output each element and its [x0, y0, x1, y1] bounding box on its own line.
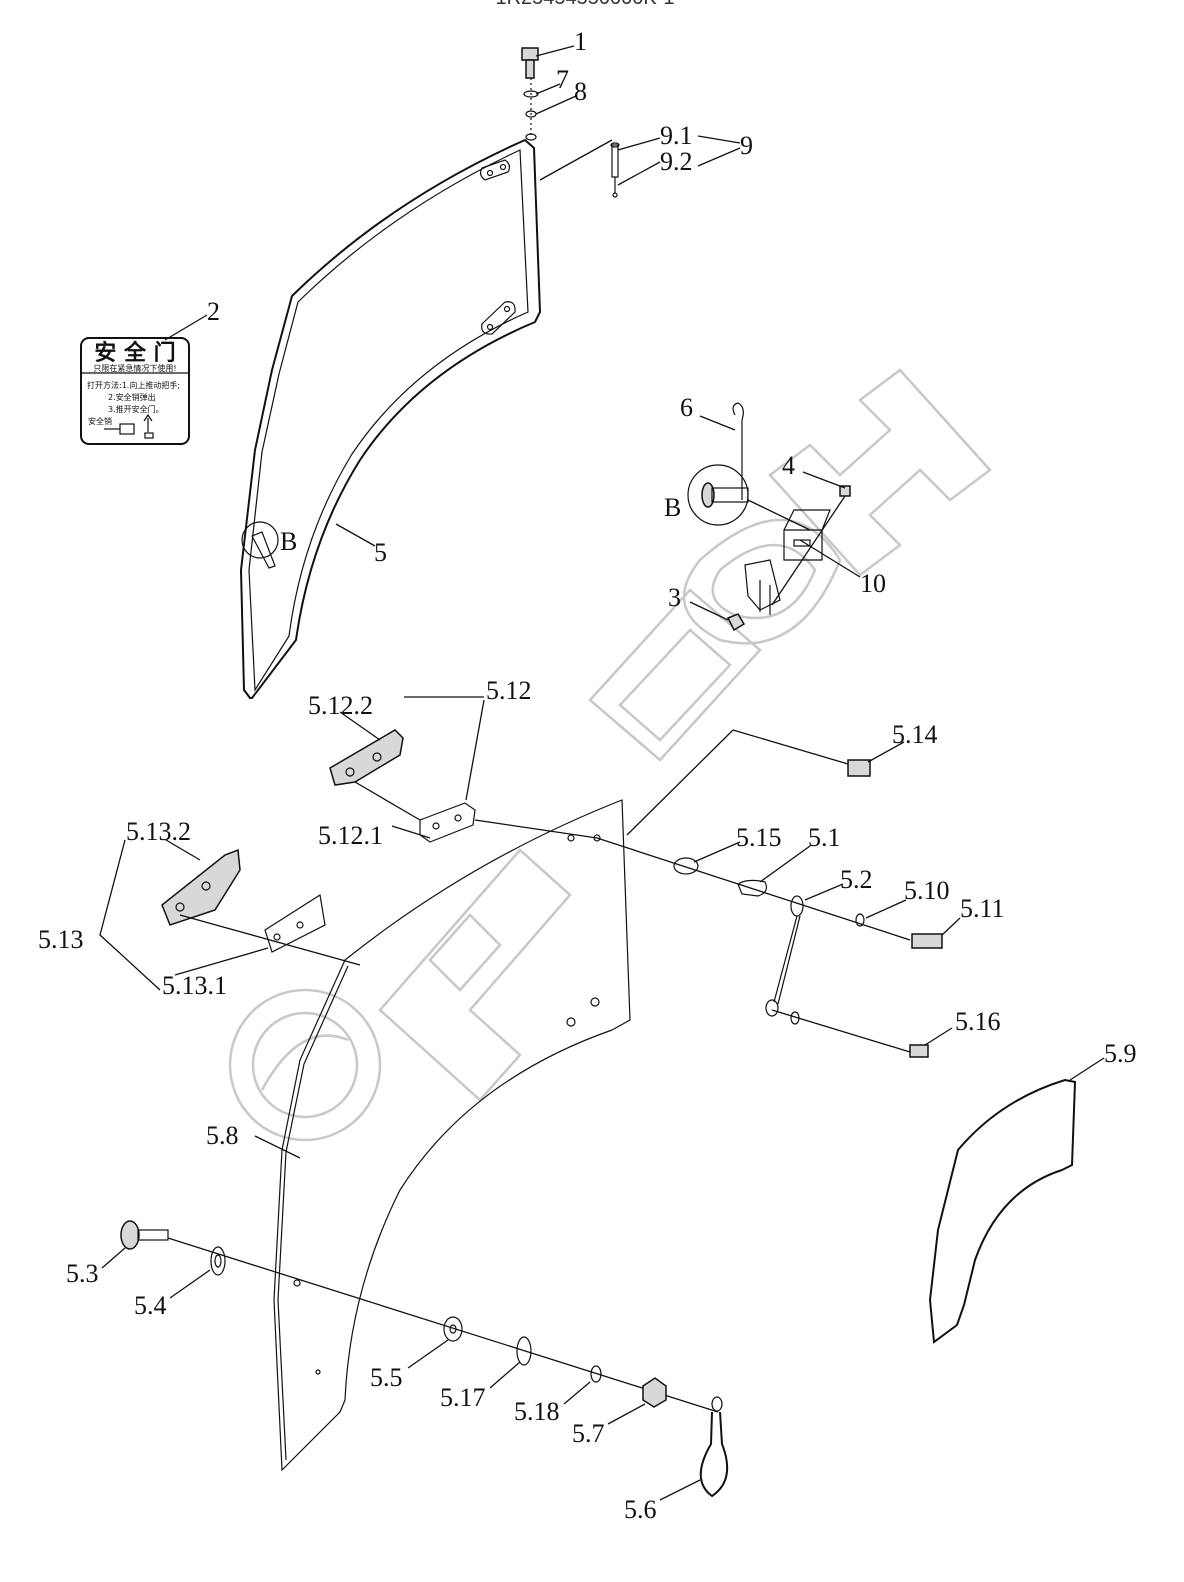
- watermark-logo: [228, 368, 992, 1142]
- hinge-lower: [161, 848, 361, 966]
- callout-5-2: 5.2: [840, 865, 873, 894]
- bolt-5-14: [626, 729, 871, 836]
- callout-b-left: B: [280, 527, 297, 556]
- callout-5-9: 5.9: [1104, 1039, 1137, 1068]
- callout-5-12: 5.12: [486, 676, 532, 705]
- callout-5: 5: [374, 538, 387, 567]
- sticker-instruction-3: 3.推开安全门。: [108, 404, 164, 414]
- drawing-code: 1R25454550000K-1: [495, 0, 674, 9]
- callout-5-1: 5.1: [808, 823, 841, 852]
- callout-9-2: 9.2: [660, 147, 693, 176]
- callout-5-12-2: 5.12.2: [308, 691, 373, 720]
- leader-lines: [99, 45, 1105, 1501]
- detail-b-marker: [241, 521, 279, 569]
- callout-b-right: B: [664, 493, 681, 522]
- sticker-icon-label: 安全销: [88, 416, 112, 426]
- callout-5-13-2: 5.13.2: [126, 817, 191, 846]
- callout-5-11: 5.11: [960, 894, 1005, 923]
- door-glass-panel: [273, 799, 631, 1472]
- pin-assembly: [539, 139, 620, 198]
- callout-5-5: 5.5: [370, 1363, 403, 1392]
- door-frame-seal: [239, 138, 542, 699]
- sticker-instruction-2: 2.安全销弹出: [108, 392, 156, 402]
- callout-1: 1: [574, 27, 587, 56]
- callout-3: 3: [668, 583, 681, 612]
- pin-handle-icon: [104, 413, 154, 439]
- latch-pin-assembly: [687, 402, 851, 632]
- hinge-upper: [329, 729, 598, 843]
- callout-6: 6: [680, 393, 693, 422]
- sticker-subtitle: 只限在紧急情况下使用!: [93, 363, 176, 373]
- latch-handle-stack: [120, 1220, 729, 1498]
- callout-8: 8: [574, 77, 587, 106]
- callout-5-3: 5.3: [66, 1259, 99, 1288]
- callout-9-1: 9.1: [660, 121, 693, 150]
- lower-fastener-stack: [771, 1009, 929, 1058]
- callout-5-6: 5.6: [624, 1495, 657, 1524]
- sticker-title: 安 全 门: [94, 340, 175, 366]
- callout-5-15: 5.15: [736, 823, 782, 852]
- callout-labels: 1 7 8 9.1 9.2 9 2 5 B 6 4 B 10 3 5.12.2 …: [38, 27, 1137, 1524]
- callout-5-16: 5.16: [955, 1007, 1001, 1036]
- callout-7: 7: [556, 65, 569, 94]
- callout-5-8: 5.8: [206, 1121, 239, 1150]
- safety-door-sticker: 安 全 门 只限在紧急情况下使用! 打开方法:1.向上推动把手; 2.安全销弹出…: [80, 337, 190, 445]
- callout-5-17: 5.17: [440, 1383, 486, 1412]
- callout-2: 2: [207, 297, 220, 326]
- callout-5-18: 5.18: [514, 1397, 560, 1426]
- callout-10: 10: [860, 569, 886, 598]
- seal-profile: [928, 1078, 1077, 1344]
- upper-fastener-stack: [596, 837, 943, 1017]
- callout-5-7: 5.7: [572, 1419, 605, 1448]
- callout-5-13-1: 5.13.1: [162, 971, 227, 1000]
- callout-5-13: 5.13: [38, 925, 84, 954]
- top-screw-assembly: [521, 47, 539, 141]
- callout-5-4: 5.4: [134, 1291, 167, 1320]
- callout-5-10: 5.10: [904, 876, 950, 905]
- callout-4: 4: [782, 451, 795, 480]
- callout-5-12-1: 5.12.1: [318, 821, 383, 850]
- callout-5-14: 5.14: [892, 720, 938, 749]
- callout-9: 9: [740, 131, 753, 160]
- sticker-instruction-1: 打开方法:1.向上推动把手;: [87, 380, 180, 390]
